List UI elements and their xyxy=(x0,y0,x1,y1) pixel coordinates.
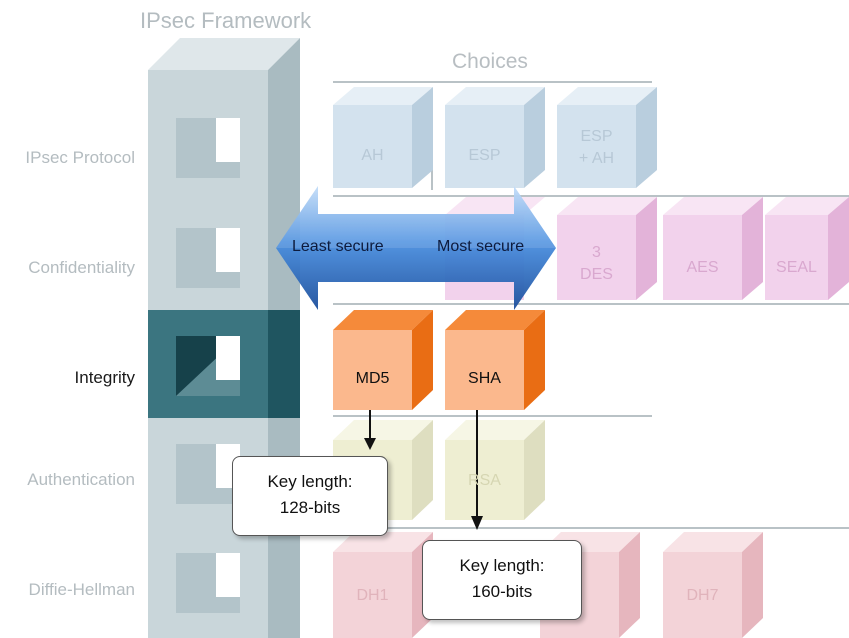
row-label-diffie-hellman: Diffie-Hellman xyxy=(28,580,135,599)
sha-key-length-callout: Key length: 160-bits xyxy=(422,540,582,620)
arrow-label-most-secure: Most secure xyxy=(437,238,525,255)
security-arrow xyxy=(276,186,556,310)
row-label-authentication: Authentication xyxy=(27,470,135,489)
cube-dh7: DH7 xyxy=(686,587,719,604)
sha-callout-line2: 160-bits xyxy=(471,582,533,601)
cube-esp-ah: ESP + AH xyxy=(578,128,615,167)
cube-dh1: DH1 xyxy=(356,587,389,604)
integrity-cubes xyxy=(333,310,545,410)
md5-callout-line1: Key length: xyxy=(267,472,353,491)
cube-aes: AES xyxy=(686,259,719,276)
cube-seal: SEAL xyxy=(776,259,817,276)
cube-md5: MD5 xyxy=(355,370,390,387)
cube-3des: 3 DES xyxy=(580,244,613,283)
cube-esp: ESP xyxy=(468,147,501,164)
md5-callout-line2: 128-bits xyxy=(279,498,341,517)
md5-pointer-head xyxy=(364,438,376,450)
row-label-integrity: Integrity xyxy=(74,368,135,387)
cube-rsa: RSA xyxy=(468,472,501,489)
arrow-label-least-secure: Least secure xyxy=(292,238,384,255)
cube-sha: SHA xyxy=(468,370,501,387)
row-label-ipsec-protocol: IPsec Protocol xyxy=(25,148,135,167)
choices-title: Choices xyxy=(452,50,528,73)
sha-pointer-head xyxy=(471,516,483,530)
cube-ah: AH xyxy=(361,147,384,164)
framework-title: IPsec Framework xyxy=(140,8,312,33)
grid-lines xyxy=(333,81,849,529)
md5-key-length-callout: Key length: 128-bits xyxy=(232,456,388,536)
row-label-confidentiality: Confidentiality xyxy=(28,258,135,277)
framework-tower xyxy=(148,38,300,638)
protocol-cubes xyxy=(333,87,657,188)
sha-callout-line1: Key length: xyxy=(459,556,545,575)
